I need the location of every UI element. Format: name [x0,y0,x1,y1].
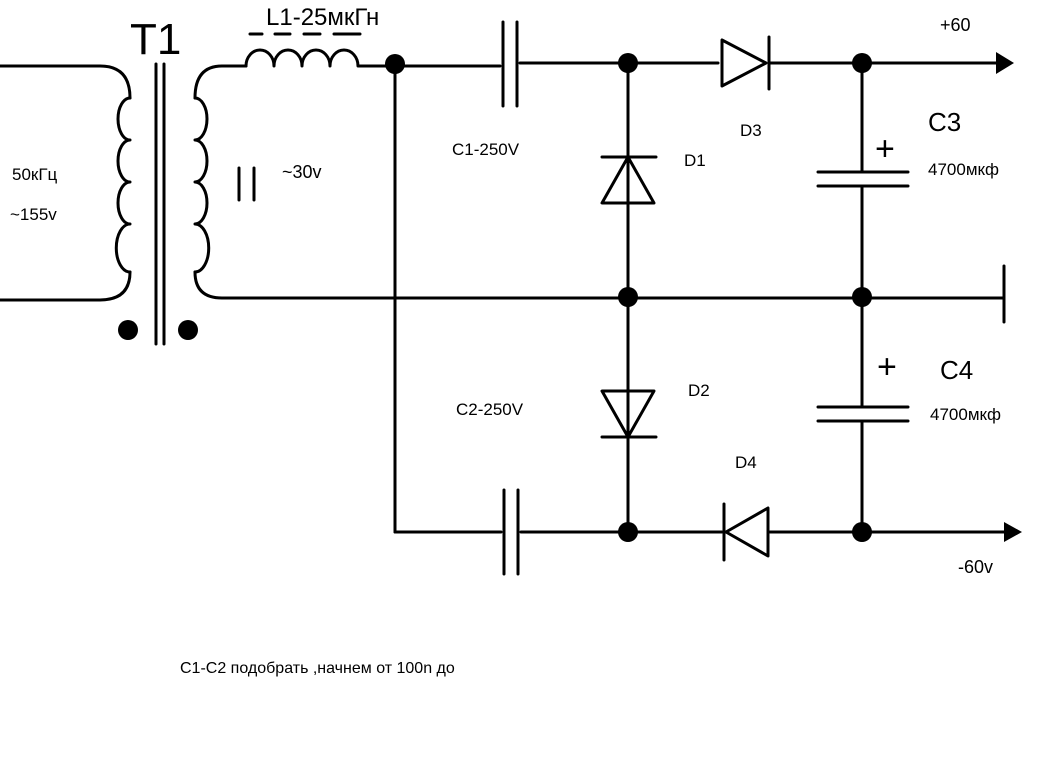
label-c3-value: 4700мкф [928,160,999,179]
label-d1: D1 [684,151,706,170]
transformer-t1 [0,62,1006,346]
note-text: C1-C2 подобрать ,начнем от 100n до [180,660,455,677]
secondary-lead-bottom [193,270,1006,300]
diode-d4 [722,502,770,562]
diode-d2 [600,389,658,439]
label-secondary-voltage: ~30v [282,162,322,182]
label-c4: C4 [940,355,973,385]
label-d2: D2 [688,381,710,400]
capacitor-c3 [816,170,910,188]
label-d3: D3 [740,121,762,140]
label-l1: L1-25мкГн [266,4,379,31]
label-output-negative: -60v [958,557,993,577]
output-arrow-negative [1004,522,1022,542]
primary-winding [114,96,132,274]
label-output-positive: +60 [940,15,971,35]
primary-lead-top [0,64,132,100]
capacitor-c4 [816,405,910,423]
label-c2: C2-250V [456,400,524,419]
capacitor-c2 [502,488,520,576]
polarity-plus-c4: + [877,348,897,386]
label-primary-voltage: ~155v [10,205,57,224]
label-d4: D4 [735,453,757,472]
label-c4-value: 4700мкф [930,405,1001,424]
label-primary-freq: 50кГц [12,165,58,184]
secondary-winding [193,96,211,274]
polarity-plus-c3: + [875,130,895,168]
diode-d1 [600,155,658,205]
label-t1: T1 [130,15,181,64]
junction-dots [118,53,872,542]
capacitor-c1 [501,20,519,108]
inductor-l1 [244,32,397,68]
primary-lead-bottom [0,270,132,302]
secondary-lead-top [193,64,248,100]
label-c3: C3 [928,107,961,137]
output-arrow-positive [996,52,1014,74]
label-c1: C1-250V [452,140,520,159]
diode-d3 [720,35,771,91]
